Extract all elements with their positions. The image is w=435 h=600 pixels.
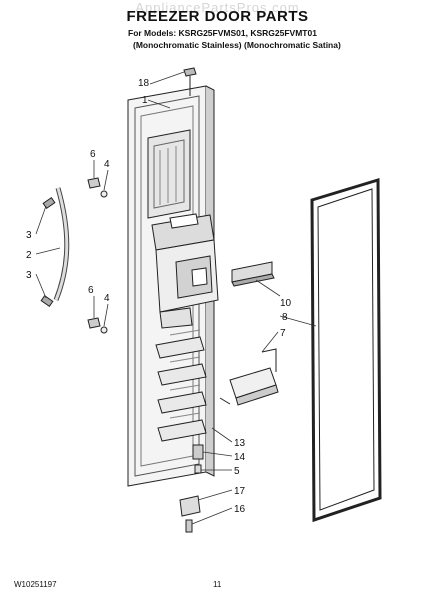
callout-4-lower: 4 [104, 293, 110, 304]
callout-7: 7 [280, 328, 286, 339]
leader-lines [35, 71, 317, 525]
models-line: For Models: KSRG25FVMS01, KSRG25FVMT01 [128, 28, 317, 38]
watermark: AppliancePartsPros.com [135, 0, 300, 15]
finish-line: (Monochromatic Stainless) (Monochromatic… [133, 40, 341, 50]
callout-1: 1 [142, 95, 148, 106]
callout-10: 10 [280, 298, 292, 309]
callout-5: 5 [234, 466, 240, 477]
page-number: 11 [213, 580, 222, 589]
callout-3-upper: 3 [26, 230, 32, 241]
callout-18: 18 [138, 78, 150, 89]
callout-6-lower: 6 [88, 285, 94, 296]
door-gasket [310, 177, 382, 523]
callout-4-upper: 4 [104, 159, 110, 170]
door-panel [127, 85, 219, 487]
door-bin [229, 348, 279, 406]
upper-handle-screws [87, 177, 108, 198]
callout-2: 2 [26, 250, 32, 261]
lower-handle-screws [87, 317, 108, 334]
callout-17: 17 [234, 486, 246, 497]
callout-13: 13 [234, 438, 246, 449]
callout-8: 8 [282, 312, 288, 323]
top-screw [183, 67, 197, 96]
doc-number: W10251197 [14, 580, 57, 589]
callout-3-lower: 3 [26, 270, 32, 281]
callout-16: 16 [234, 504, 246, 515]
door-handle [40, 187, 70, 308]
bottom-hinge-parts [179, 397, 231, 533]
dispenser-trim [231, 261, 275, 287]
callout-14: 14 [234, 452, 246, 463]
callout-6-upper: 6 [90, 149, 96, 160]
page-title: FREEZER DOOR PARTS [126, 8, 309, 25]
